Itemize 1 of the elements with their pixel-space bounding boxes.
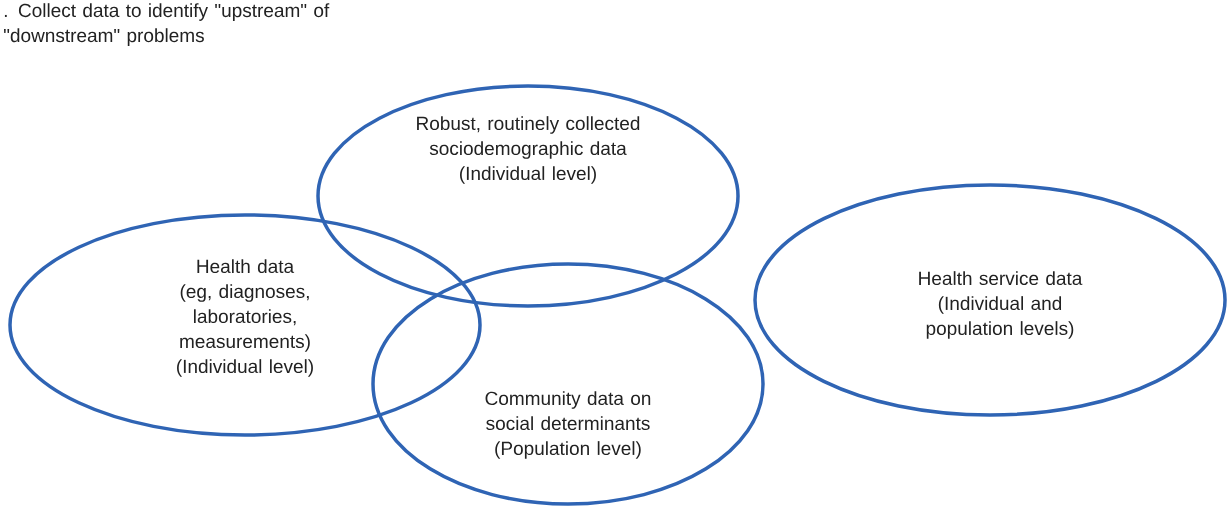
title: . Collect data to identify "upstream" of "downstream" problems (4, 3, 330, 46)
